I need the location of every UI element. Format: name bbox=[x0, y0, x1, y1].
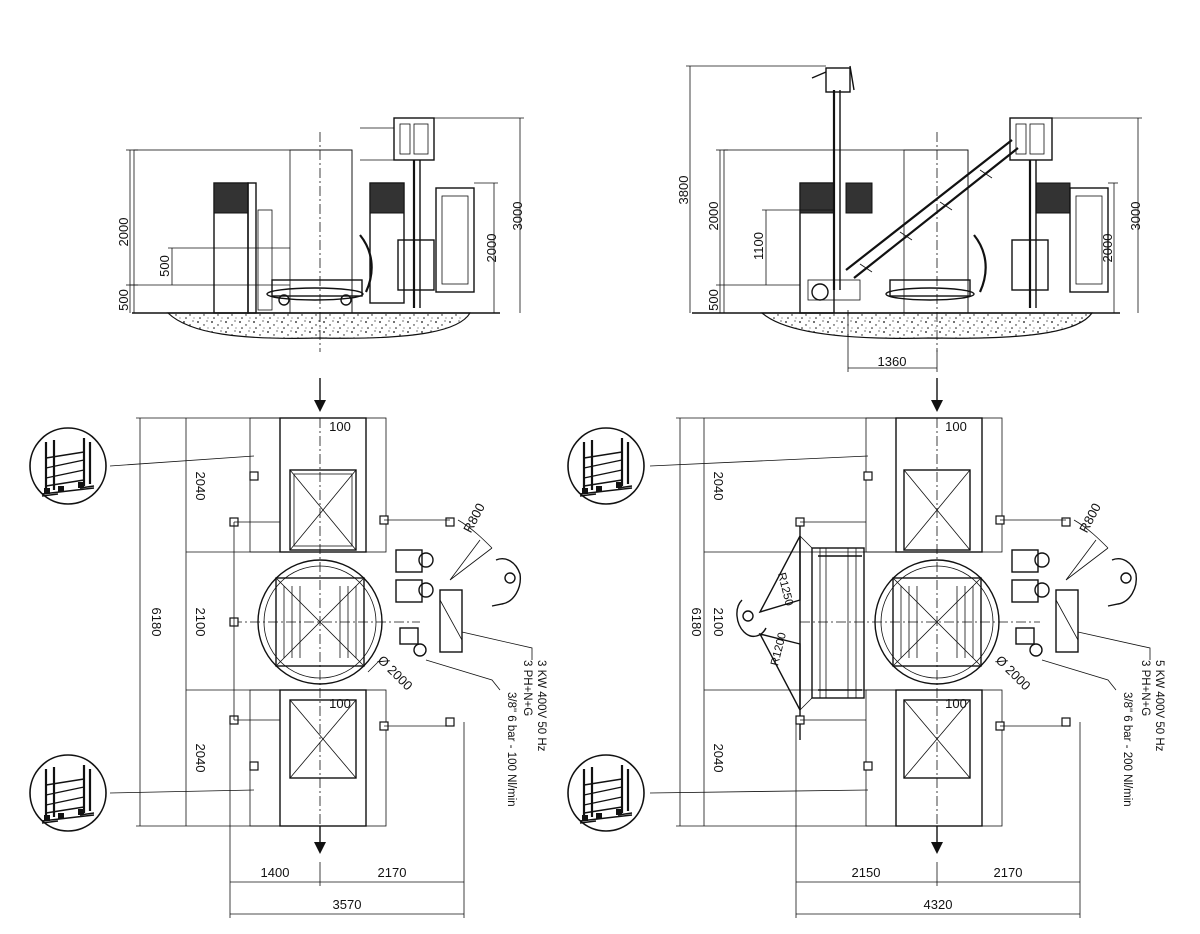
lplan-power-1: 3 KW 400V 50 Hz bbox=[535, 660, 547, 752]
lplan-power-2: 3 PH+N+G bbox=[521, 660, 533, 716]
right-dim-500: 500 bbox=[706, 289, 721, 311]
lplan-air: 3/8" 6 bar - 100 Nl/min bbox=[505, 692, 517, 807]
lplan-dim-100-bottom: 100 bbox=[329, 696, 351, 711]
ladder-frame-icon bbox=[566, 426, 646, 506]
lplan-dim-100-top: 100 bbox=[329, 419, 351, 434]
lplan-dim-2100: 2100 bbox=[193, 608, 208, 637]
lplan-dim-3570: 3570 bbox=[333, 897, 362, 912]
rplan-dim-6180: 6180 bbox=[689, 608, 704, 637]
right-dim-1360: 1360 bbox=[878, 354, 907, 369]
lplan-radius-r800: R800 bbox=[460, 501, 488, 535]
left-side-elevation: 2000 500 500 2000 3000 bbox=[116, 117, 525, 352]
left-dim-2000: 2000 bbox=[116, 218, 131, 247]
lplan-dim-6180: 6180 bbox=[149, 608, 164, 637]
rplan-air: 3/8" 6 bar - 200 Nl/min bbox=[1121, 692, 1133, 807]
ladder-frame-icon bbox=[566, 753, 646, 833]
rplan-dim-100-bottom: 100 bbox=[945, 696, 967, 711]
rplan-dim-2100: 2100 bbox=[711, 608, 726, 637]
lplan-dim-2040-bottom: 2040 bbox=[193, 744, 208, 773]
rplan-dim-100-top: 100 bbox=[945, 419, 967, 434]
left-dim-500: 500 bbox=[116, 289, 131, 311]
rplan-dim-4320: 4320 bbox=[924, 897, 953, 912]
ladder-frame-icon bbox=[28, 426, 108, 506]
left-dim-3000: 3000 bbox=[510, 202, 525, 231]
rplan-power-1: 5 KW 400V 50 Hz bbox=[1153, 660, 1165, 752]
rplan-dim-2040-top: 2040 bbox=[711, 472, 726, 501]
left-dim-500-b: 500 bbox=[157, 255, 172, 277]
lplan-dim-2040-top: 2040 bbox=[193, 472, 208, 501]
ladder-frame-icon bbox=[28, 753, 108, 833]
right-dim-2000: 2000 bbox=[706, 202, 721, 231]
right-side-elevation: 3800 2000 500 1100 2000 3000 1360 bbox=[676, 65, 1143, 372]
rplan-radius-r800: R800 bbox=[1076, 501, 1104, 535]
right-plan-view: 6180 2040 2100 2040 100 R1250 R12 bbox=[649, 378, 1165, 918]
lplan-dim-2170: 2170 bbox=[378, 865, 407, 880]
right-dim-3800: 3800 bbox=[676, 176, 691, 205]
right-dim-3000: 3000 bbox=[1128, 202, 1143, 231]
rplan-diameter: Ø 2000 bbox=[993, 652, 1034, 693]
lplan-diameter: Ø 2000 bbox=[375, 652, 416, 693]
rplan-dim-2170: 2170 bbox=[994, 865, 1023, 880]
right-dim-2000-r: 2000 bbox=[1100, 234, 1115, 263]
left-dim-2000-r: 2000 bbox=[484, 234, 499, 263]
lplan-dim-1400: 1400 bbox=[261, 865, 290, 880]
rplan-dim-2040-bottom: 2040 bbox=[711, 744, 726, 773]
rplan-dim-2150: 2150 bbox=[852, 865, 881, 880]
rplan-power-2: 3 PH+N+G bbox=[1139, 660, 1151, 716]
rplan-radius-arm-1: R1250 bbox=[775, 571, 795, 607]
right-dim-1100: 1100 bbox=[751, 232, 766, 260]
left-plan-view: 6180 2040 2100 2040 100 100 bbox=[109, 378, 547, 918]
